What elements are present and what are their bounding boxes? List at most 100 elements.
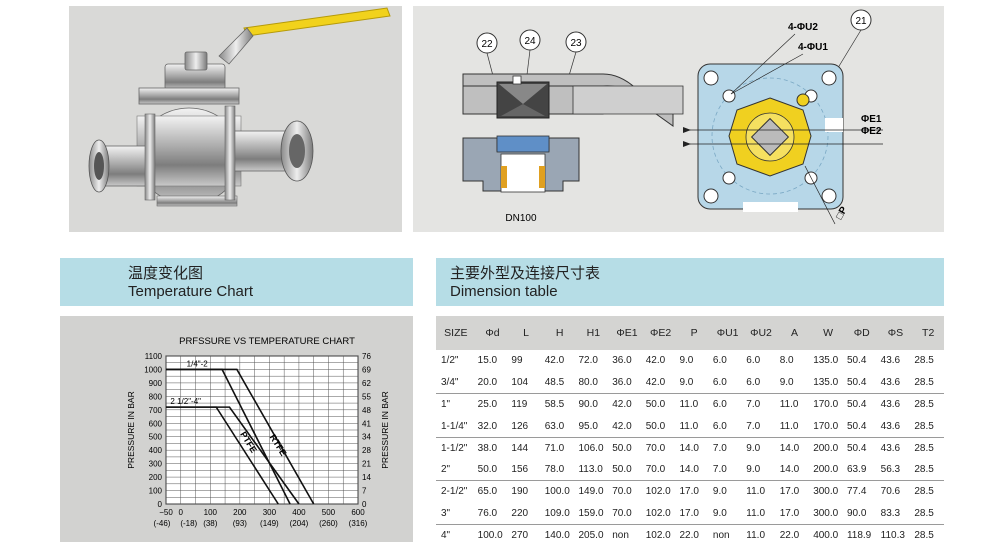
x-tick-label: 0 <box>179 508 184 517</box>
temperature-title-zh: 温度变化图 <box>128 264 204 282</box>
x-tick-celsius-label: (316) <box>349 519 368 528</box>
label-u1: 4-ΦU1 <box>798 42 828 53</box>
x-tick-celsius-label: (93) <box>233 519 248 528</box>
table-cell: 70.0 <box>645 442 666 454</box>
column-header: ΦD <box>844 316 879 350</box>
table-cell: 109.0 <box>542 502 577 525</box>
table-cell: 70.6 <box>880 486 901 498</box>
table-cell: 43.6 <box>880 399 901 411</box>
size-cell: 1/2" <box>441 355 459 367</box>
column-header: H1 <box>576 316 611 350</box>
y-tick-left-label: 700 <box>149 406 163 415</box>
table-cell: 205.0 <box>578 530 604 542</box>
table-cell: 28.5 <box>914 530 934 542</box>
table-cell: 43.6 <box>878 415 913 438</box>
table-cell: 70.0 <box>612 486 632 498</box>
chart-title: PRFSSURE VS TEMPERATURE CHART <box>179 336 355 347</box>
table-cell: 11.0 <box>746 530 766 542</box>
table-cell: 90.0 <box>578 399 598 411</box>
svg-text:21: 21 <box>855 16 867 27</box>
table-cell: 17.0 <box>677 502 711 525</box>
size-cell: 1" <box>441 399 451 411</box>
table-cell: 99 <box>511 355 523 367</box>
table-cell: 50.4 <box>846 399 867 411</box>
table-cell: 72.0 <box>578 355 598 367</box>
table-cell: 50.0 <box>475 458 510 482</box>
table-cell: 63.0 <box>542 415 577 438</box>
table-cell: 28.5 <box>914 399 934 411</box>
table-cell: 6.0 <box>712 399 727 411</box>
y-tick-left-label: 600 <box>149 419 163 428</box>
column-header: ΦE1 <box>610 316 644 350</box>
table-cell: 156 <box>509 458 543 482</box>
x-tick-label: 400 <box>292 508 306 517</box>
dimension-table-header: 主要外型及连接尺寸表 Dimension table <box>436 258 944 306</box>
size-annotation: 2 1/2"-4" <box>170 397 201 406</box>
column-header: ΦS <box>878 316 913 350</box>
pressure-temperature-chart: PRFSSURE VS TEMPERATURE CHART01002003004… <box>126 336 390 528</box>
table-cell: 11.0 <box>679 399 699 411</box>
table-cell: 42.0 <box>643 371 678 395</box>
table-cell: 78.0 <box>542 458 577 482</box>
y-tick-left-label: 800 <box>149 392 163 401</box>
table-cell: 28.5 <box>912 371 944 395</box>
y-tick-left-label: 200 <box>149 473 163 482</box>
table-cell: 17.0 <box>779 486 800 498</box>
table-cell: 106.0 <box>578 442 604 454</box>
y-tick-left-label: 1100 <box>145 352 163 361</box>
table-cell: 100.0 <box>477 530 503 542</box>
table-cell: 20.0 <box>475 371 510 395</box>
table-cell: 17.0 <box>777 502 812 525</box>
table-cell: 77.4 <box>846 486 867 498</box>
column-header: L <box>509 316 543 350</box>
table-cell: 102.0 <box>643 502 678 525</box>
x-tick-celsius-label: (-18) <box>180 519 197 528</box>
x-tick-label: 200 <box>233 508 247 517</box>
table-cell: 95.0 <box>576 415 611 438</box>
table-cell: 7.0 <box>746 399 761 411</box>
table-cell: 7.0 <box>744 415 778 438</box>
x-tick-label: −50 <box>159 508 173 517</box>
valve-mount-diagram: 22 24 23 21 DN100 <box>462 9 883 225</box>
table-cell: 9.0 <box>677 371 711 395</box>
table-cell: 65.0 <box>477 486 498 498</box>
svg-text:24: 24 <box>524 36 536 47</box>
y-tick-left-label: 900 <box>149 379 163 388</box>
column-header: W <box>811 316 845 350</box>
column-header: A <box>777 316 812 350</box>
table-cell: 70.0 <box>610 502 644 525</box>
callout-24: 24 <box>519 29 541 51</box>
table-cell: 118.9 <box>846 530 872 542</box>
y-tick-left-label: 400 <box>149 446 163 455</box>
table-cell: 70.0 <box>643 458 678 482</box>
table-cell: 42.0 <box>610 415 644 438</box>
size-cell: 2" <box>436 458 476 482</box>
size-cell: 1-1/2" <box>441 442 468 454</box>
svg-text:23: 23 <box>570 38 582 49</box>
table-cell: 11.0 <box>746 486 766 498</box>
table-cell: 270 <box>511 530 529 542</box>
y-tick-right-label: 21 <box>362 460 371 469</box>
dimension-title-en: Dimension table <box>450 283 558 300</box>
column-header: ΦE2 <box>643 316 678 350</box>
label-u2: 4-ΦU2 <box>788 22 818 33</box>
y-tick-left-label: 100 <box>149 487 163 496</box>
table-cell: 9.0 <box>777 371 812 395</box>
table-cell: 11.0 <box>777 415 812 438</box>
x-tick-label: 600 <box>351 508 365 517</box>
label-e2: ΦE2 <box>861 126 882 137</box>
table-cell: 28.5 <box>914 355 934 367</box>
table-cell: 36.0 <box>610 371 644 395</box>
callout-23: 23 <box>565 31 587 53</box>
table-cell: 6.0 <box>712 355 727 367</box>
table-cell: 50.4 <box>844 371 879 395</box>
table-cell: 102.0 <box>645 486 671 498</box>
column-header: H <box>542 316 577 350</box>
y-tick-right-label: 28 <box>362 446 371 455</box>
